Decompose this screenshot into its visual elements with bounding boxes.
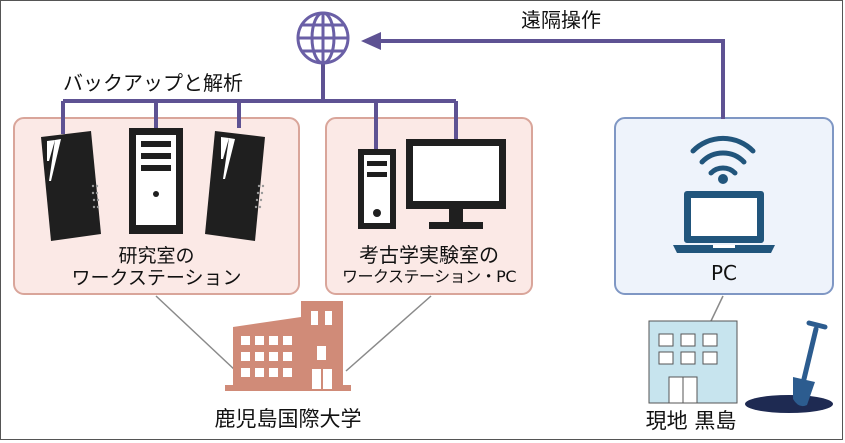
- building-connectors: [155, 295, 724, 372]
- wifi-dot: [718, 174, 728, 184]
- desktop-tower-icon: [358, 149, 396, 229]
- lab-workstations-label-line2: ワークステーション: [71, 267, 242, 289]
- remote-operation-label: 遠隔操作: [521, 8, 601, 32]
- globe-icon: [296, 11, 350, 65]
- monitor-icon: [406, 139, 506, 229]
- lab-workstations-label-line1: 研究室の: [118, 245, 195, 267]
- shovel-icon: [793, 320, 828, 407]
- network-lines: [61, 39, 725, 149]
- field-site-label: 現地 黒島: [645, 409, 737, 433]
- server-tower-icon: [41, 131, 101, 241]
- server-tower-icon: [205, 131, 265, 241]
- field-building-icon: [648, 320, 738, 404]
- university-label: 鹿児島国際大学: [214, 407, 362, 431]
- wifi-icon: [690, 135, 756, 176]
- university-building-icon: [225, 301, 351, 391]
- backup-analysis-label: バックアップと解析: [63, 71, 243, 95]
- server-tower-icon: [129, 128, 183, 234]
- archaeology-workstations-label-line1: 考古学実験室の: [359, 243, 499, 267]
- archaeology-workstations-label-line2: ワークステーション・PC: [341, 267, 517, 286]
- dig-hole: [745, 395, 833, 413]
- remote-arrow-head: [361, 32, 381, 50]
- field-pc-label: PC: [710, 261, 738, 285]
- laptop-icon: [673, 191, 775, 253]
